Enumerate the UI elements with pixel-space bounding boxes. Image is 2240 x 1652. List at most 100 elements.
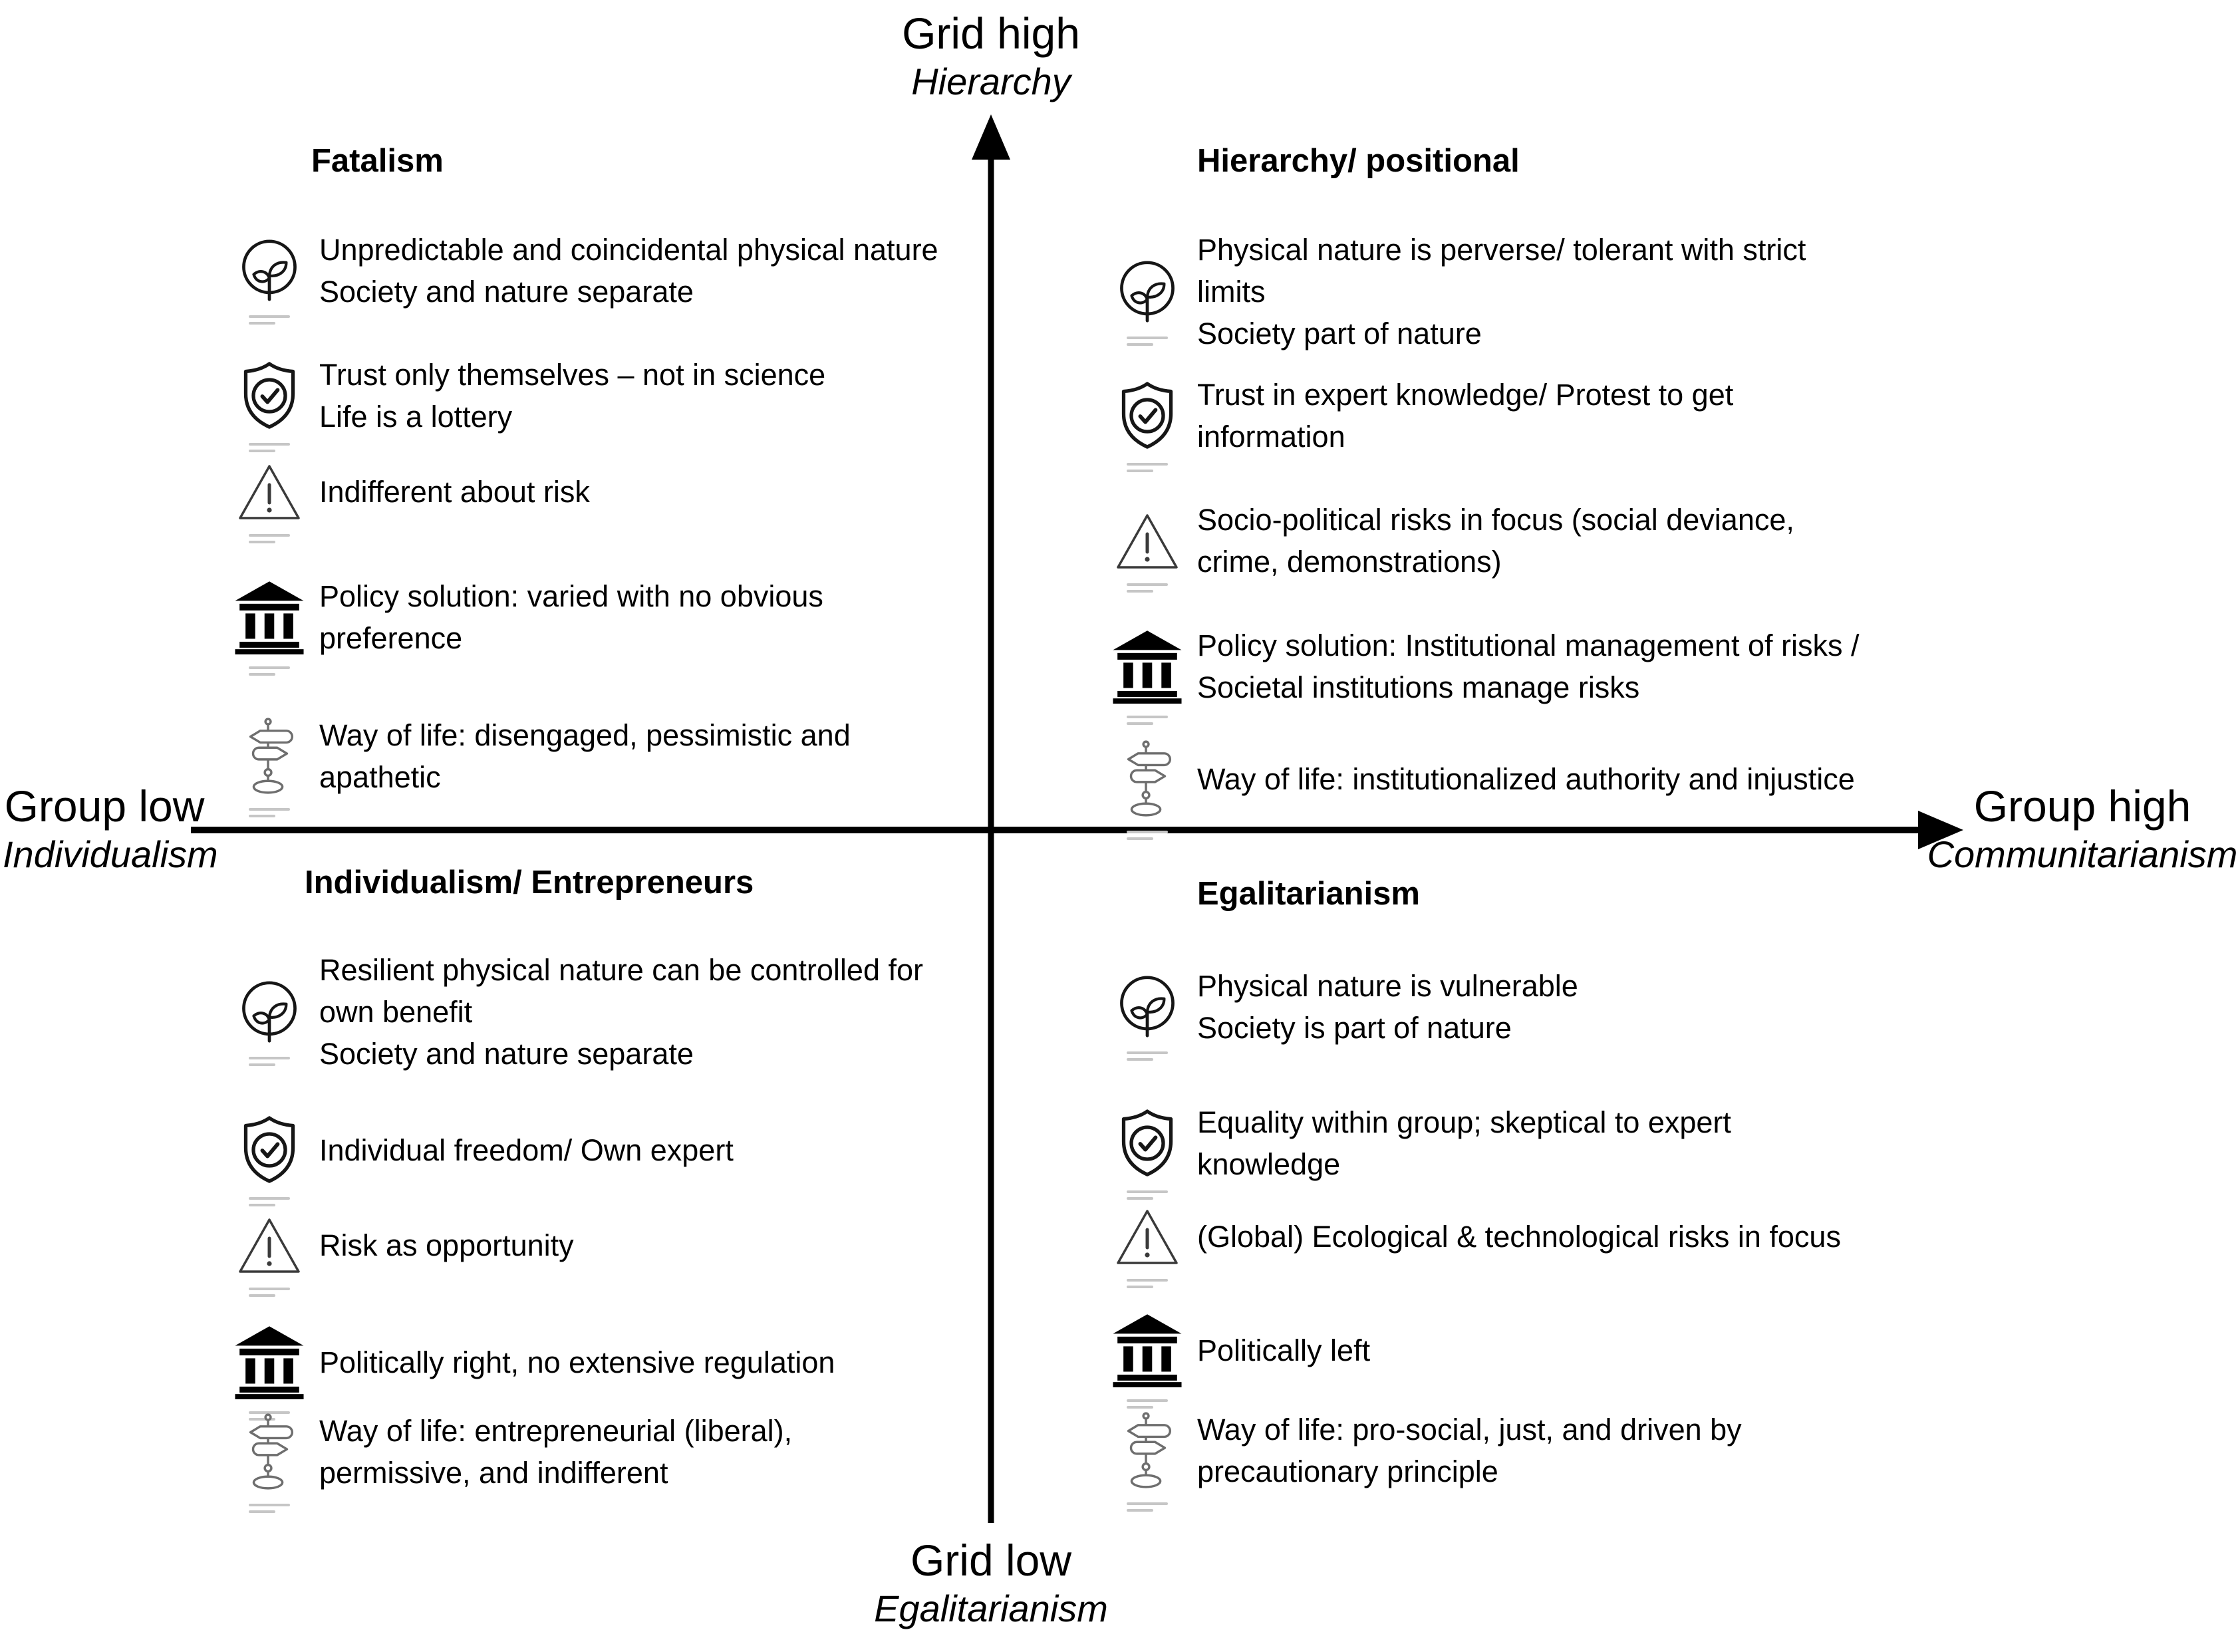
icon-attribution xyxy=(1127,1279,1168,1288)
icon-attribution xyxy=(249,534,290,543)
item-text-line: Resilient physical nature can be control… xyxy=(319,953,923,987)
list-item: Policy solution: varied with no obvious … xyxy=(219,575,998,676)
axis-label-left-main: Group low xyxy=(4,781,205,831)
item-text-line: Society is part of nature xyxy=(1197,1011,1512,1045)
list-item: Resilient physical nature can be control… xyxy=(219,949,1011,1075)
item-text-line: Trust only themselves – not in science xyxy=(319,358,826,392)
icon-attribution xyxy=(249,1197,290,1206)
nature-icon xyxy=(219,980,319,1066)
list-item: Physical nature is perverse/ tolerant wi… xyxy=(1097,229,2228,354)
list-item: Way of life: entrepreneurial (liberal), … xyxy=(219,1410,1011,1513)
list-item: Way of life: institutionalized authority… xyxy=(1097,739,2228,840)
item-text-line: Socio-political risks in focus (social d… xyxy=(1197,503,1794,537)
item-text-line: information xyxy=(1197,420,1345,454)
item-text-line: precautionary principle xyxy=(1197,1454,1498,1488)
bank-icon xyxy=(1097,629,1197,725)
item-text-line: Way of life: entrepreneurial (liberal), xyxy=(319,1414,793,1448)
quadrant-title-individualism: Individualism/ Entrepreneurs xyxy=(305,865,754,900)
icon-attribution xyxy=(249,443,290,452)
item-text-line: Risk as opportunity xyxy=(319,1228,574,1262)
up-arrowhead-icon xyxy=(972,114,1010,160)
item-text-line: Way of life: institutionalized authority… xyxy=(1197,761,1855,796)
item-text-line: permissive, and indifferent xyxy=(319,1456,668,1490)
item-text-line: preference xyxy=(319,621,463,655)
icon-attribution xyxy=(249,1411,290,1421)
icon-attribution xyxy=(1127,336,1168,346)
item-text-line: Society part of nature xyxy=(1197,317,1482,350)
warning-triangle-icon xyxy=(219,1214,319,1297)
axis-label-bottom: Grid low Egalitarianism xyxy=(791,1534,1190,1631)
icon-attribution xyxy=(249,1056,290,1066)
nature-icon xyxy=(219,238,319,325)
icon-attribution xyxy=(1127,583,1168,593)
item-text-line: Unpredictable and coincidental physical … xyxy=(319,233,938,267)
icon-attribution xyxy=(1127,716,1168,725)
icon-attribution xyxy=(1127,463,1168,472)
axis-label-bottom-main: Grid low xyxy=(910,1536,1072,1585)
signpost-icon xyxy=(219,716,319,817)
item-text-line: Policy solution: varied with no obvious xyxy=(319,579,823,613)
item-text-line: apathetic xyxy=(319,760,441,794)
item-text-line: Way of life: pro-social, just, and drive… xyxy=(1197,1413,1742,1446)
axis-label-top-sub: Hierarchy xyxy=(911,61,1071,102)
icon-attribution xyxy=(1127,831,1168,840)
signpost-icon xyxy=(1097,1411,1197,1512)
quadrant-title-hierarchy: Hierarchy/ positional xyxy=(1197,143,1520,179)
icon-attribution xyxy=(249,666,290,676)
item-text-line: Equality within group; skeptical to expe… xyxy=(1197,1105,1731,1139)
item-text-line: Trust in expert knowledge/ Protest to ge… xyxy=(1197,378,1734,412)
list-item: Indifferent about risk xyxy=(219,461,998,543)
item-text-line: Physical nature is vulnerable xyxy=(1197,969,1578,1003)
list-item: Politically left xyxy=(1097,1313,2228,1409)
list-item: Politically right, no extensive regulati… xyxy=(219,1325,1011,1421)
list-item: Risk as opportunity xyxy=(219,1214,1011,1297)
bank-icon xyxy=(219,580,319,676)
icon-attribution xyxy=(1127,1051,1168,1061)
nature-icon xyxy=(1097,974,1197,1061)
list-item: Physical nature is vulnerable Society is… xyxy=(1097,965,2228,1061)
item-text-line: crime, demonstrations) xyxy=(1197,545,1502,579)
axis-label-left: Group low Individualism xyxy=(3,779,218,877)
item-text-line: Way of life: disengaged, pessimistic and xyxy=(319,718,851,752)
quadrant-title-fatalism: Fatalism xyxy=(311,143,444,179)
nature-icon xyxy=(1097,259,1197,346)
axis-label-top: Grid high Hierarchy xyxy=(791,7,1190,104)
bank-icon xyxy=(219,1325,319,1421)
warning-triangle-icon xyxy=(219,461,319,543)
item-text-line: Life is a lottery xyxy=(319,400,513,434)
axis-label-top-main: Grid high xyxy=(902,9,1080,58)
icon-attribution xyxy=(1127,1502,1168,1512)
list-item: Trust in expert knowledge/ Protest to ge… xyxy=(1097,374,2228,472)
item-text-line: Society and nature separate xyxy=(319,1037,694,1071)
list-item: Socio-political risks in focus (social d… xyxy=(1097,499,2228,593)
item-text-line: Society and nature separate xyxy=(319,275,694,309)
axis-label-right: Group high Communitarianism xyxy=(1926,779,2239,877)
bank-icon xyxy=(1097,1313,1197,1409)
axis-label-right-main: Group high xyxy=(1973,781,2191,831)
item-text-line: Politically left xyxy=(1197,1333,1371,1367)
item-text-line: knowledge xyxy=(1197,1147,1341,1181)
list-item: Trust only themselves – not in science L… xyxy=(219,354,998,452)
list-item: Equality within group; skeptical to expe… xyxy=(1097,1101,2228,1200)
axis-label-right-sub: Communitarianism xyxy=(1927,833,2238,875)
icon-attribution xyxy=(1127,1399,1168,1409)
list-item: Way of life: pro-social, just, and drive… xyxy=(1097,1409,2228,1512)
shield-check-icon xyxy=(1097,380,1197,472)
icon-attribution xyxy=(249,315,290,325)
list-item: Individual freedom/ Own expert xyxy=(219,1115,1011,1206)
icon-attribution xyxy=(249,808,290,817)
item-text-line: Policy solution: Institutional managemen… xyxy=(1197,628,1860,662)
icon-attribution xyxy=(1127,1190,1168,1200)
list-item: Policy solution: Institutional managemen… xyxy=(1097,624,2228,725)
shield-check-icon xyxy=(219,360,319,452)
item-text-line: (Global) Ecological & technological risk… xyxy=(1197,1219,1841,1254)
quadrant-title-egalitarianism: Egalitarianism xyxy=(1197,876,1420,912)
signpost-icon xyxy=(1097,739,1197,840)
list-item: (Global) Ecological & technological risk… xyxy=(1097,1206,2228,1288)
item-text-line: own benefit xyxy=(319,995,473,1029)
axis-label-left-sub: Individualism xyxy=(3,833,218,875)
icon-attribution xyxy=(249,1504,290,1513)
axis-label-bottom-sub: Egalitarianism xyxy=(874,1587,1108,1629)
item-text-line: Politically right, no extensive regulati… xyxy=(319,1345,835,1379)
